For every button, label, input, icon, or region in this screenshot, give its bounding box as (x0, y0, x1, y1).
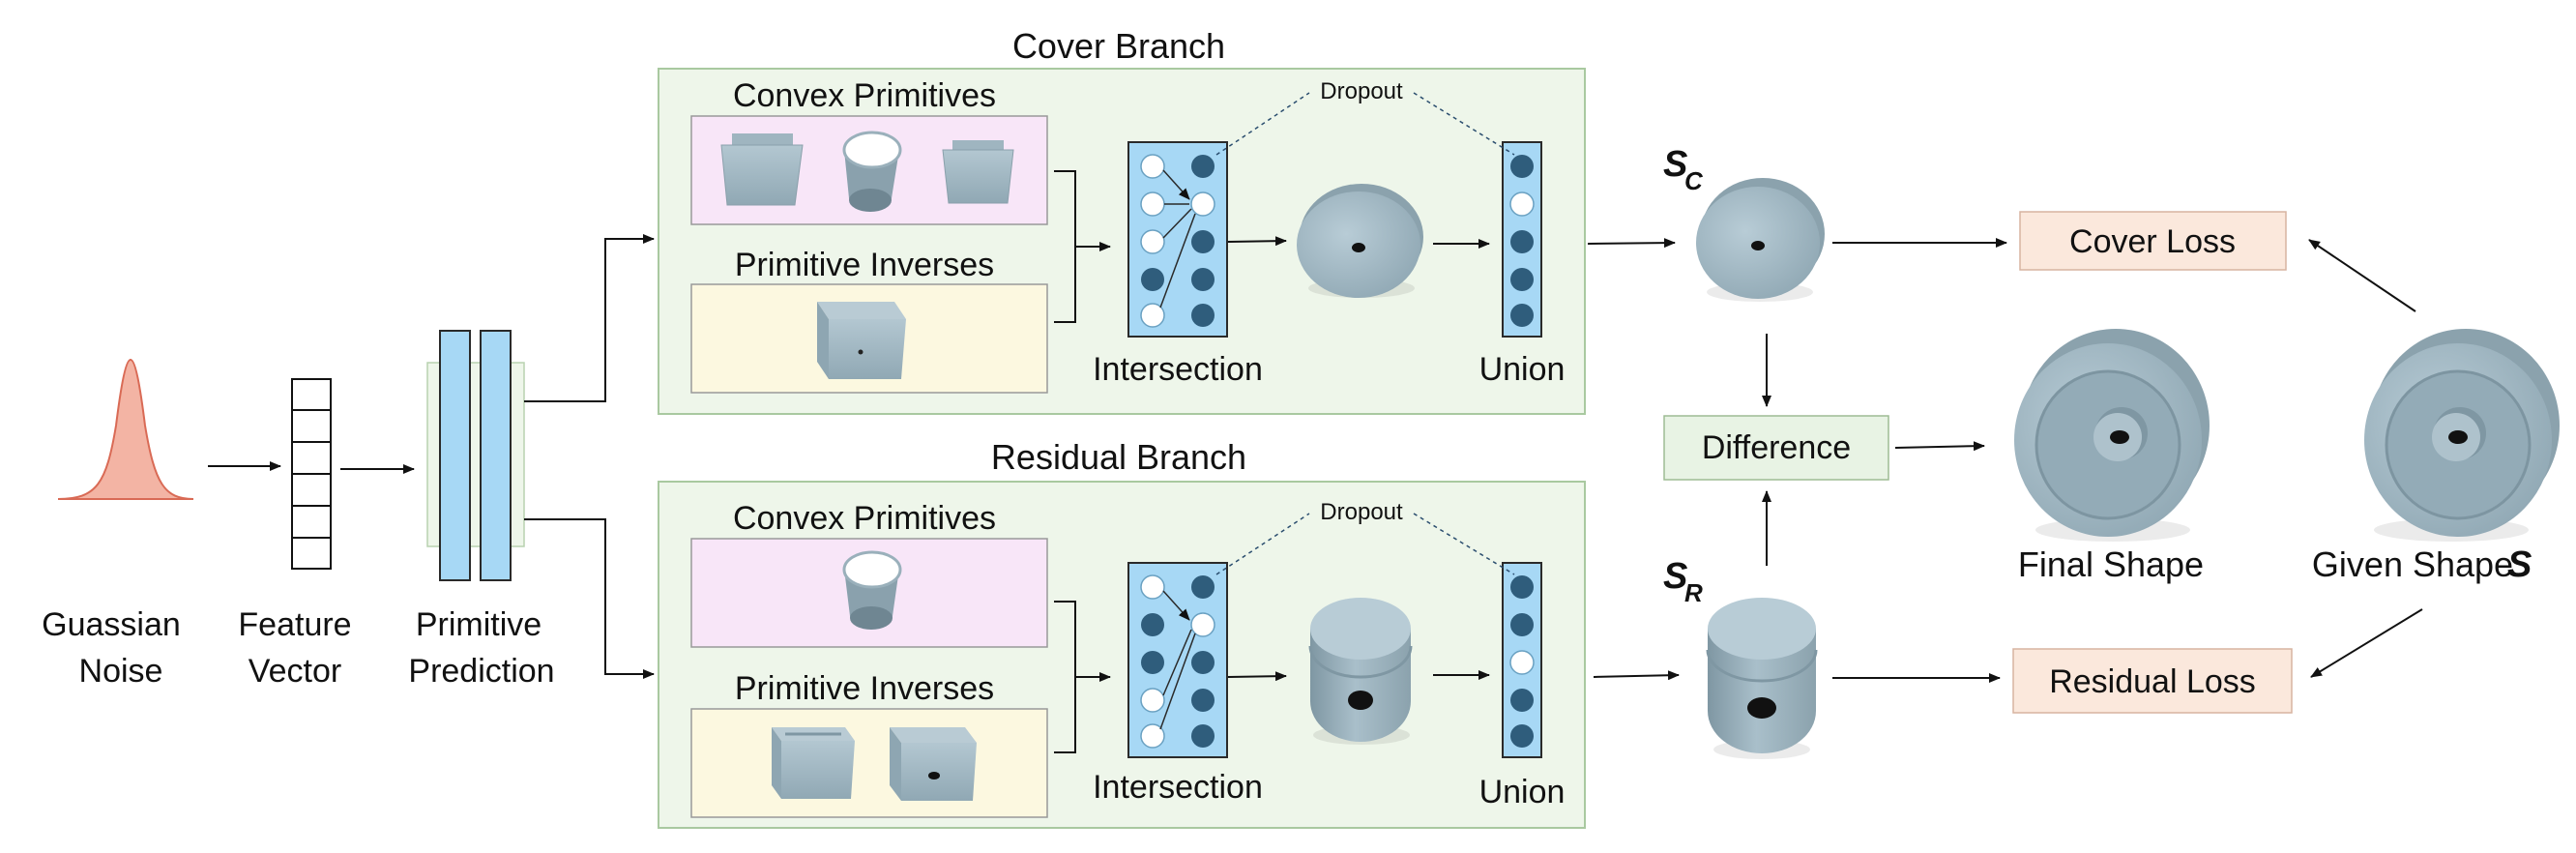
cover-inverse-label: Primitive Inverses (735, 247, 994, 283)
arrow-to-residual-branch (524, 518, 655, 679)
residual-inverse-slotted-cube-icon (772, 727, 855, 799)
cover-convex-label: Convex Primitives (733, 77, 996, 114)
residual-intersection-label: Intersection (1093, 769, 1263, 806)
difference-box (1663, 415, 1889, 481)
prediction-label-line1: Primitive (416, 606, 542, 643)
residual-convex-tube-icon (842, 550, 902, 630)
residual-union-layer (1502, 562, 1542, 758)
cover-branch-title: Cover Branch (1012, 26, 1225, 66)
input-label-line2: Noise (79, 653, 163, 690)
residual-loss-box (2012, 648, 2293, 714)
arrow-difference-to-final (1894, 441, 1985, 452)
final-shape-icon (2014, 329, 2210, 542)
arrow-given-to-cover-loss (2308, 239, 2416, 312)
feature-label-line1: Feature (238, 606, 351, 643)
residual-loss-label: Residual Loss (2049, 663, 2256, 700)
residual-union-label: Union (1479, 774, 1566, 810)
primitive-inverse-cube-icon (817, 302, 906, 379)
given-shape-symbol: S (2507, 544, 2532, 585)
gaussian-curve-icon (57, 358, 194, 500)
convex-primitive-block-icon (942, 140, 1014, 204)
cover-dropout-line-left (1215, 92, 1310, 156)
sc-symbol: S (1663, 144, 1687, 185)
feature-label-line2: Vector (249, 653, 341, 690)
residual-inverse-label: Primitive Inverses (735, 670, 994, 707)
arrow-to-sc (1587, 238, 1676, 249)
input-label-line1: Guassian (42, 606, 181, 643)
sc-shape-icon (1696, 178, 1825, 302)
residual-branch-title: Residual Branch (991, 437, 1246, 477)
cover-loss-label: Cover Loss (2069, 223, 2236, 260)
cover-intermediate-shape-icon (1297, 184, 1423, 298)
arrow-to-sr (1593, 670, 1680, 681)
given-shape-label: Given Shape (2312, 544, 2513, 584)
prediction-label-line2: Prediction (408, 653, 554, 690)
residual-intermediate-shape-icon (1308, 598, 1413, 745)
cover-union-label: Union (1479, 351, 1566, 388)
convex-primitive-box-icon (720, 133, 804, 206)
sr-shape-icon (1706, 598, 1818, 759)
residual-dropout-line-left (1215, 513, 1310, 575)
final-shape-label: Final Shape (2018, 544, 2204, 584)
cover-union-layer (1502, 141, 1542, 338)
sr-subscript: R (1684, 578, 1703, 607)
prediction-network (426, 330, 525, 581)
feature-vector (291, 378, 332, 570)
convex-primitive-tube-icon (842, 131, 902, 212)
sc-subscript: C (1684, 166, 1704, 195)
sr-symbol: S (1663, 556, 1687, 597)
residual-dropout-label: Dropout (1320, 499, 1403, 525)
residual-inverse-box (690, 708, 1048, 818)
cover-intersection-layer (1127, 141, 1228, 338)
arrow-given-to-residual-loss (2310, 608, 2423, 678)
cover-intersection-label: Intersection (1093, 351, 1263, 388)
arrow-to-cover-branch (524, 234, 655, 402)
arrow-intersection-to-shape (1227, 236, 1287, 247)
difference-label: Difference (1702, 429, 1851, 466)
residual-intersection-layer (1127, 562, 1228, 758)
residual-convex-label: Convex Primitives (733, 500, 996, 537)
cover-dropout-label: Dropout (1320, 78, 1403, 104)
cover-loss-box (2019, 211, 2287, 271)
given-shape-icon (2364, 329, 2560, 542)
arrow-res-intersection-to-shape (1227, 671, 1287, 682)
residual-inverse-cube-icon (890, 727, 977, 801)
